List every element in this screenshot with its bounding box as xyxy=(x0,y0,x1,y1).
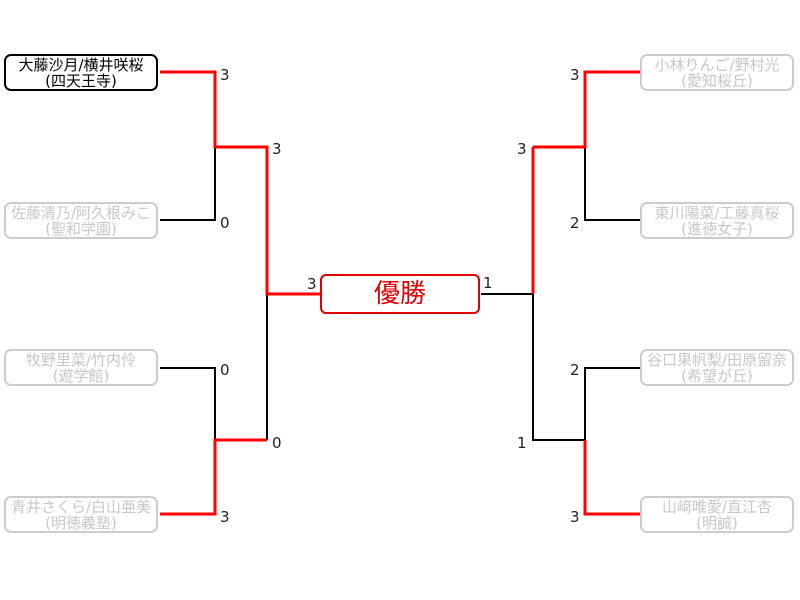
player-names: 青井さくら/白山亜美 xyxy=(10,498,152,516)
player-names: 大藤沙月/横井咲桜 xyxy=(18,56,144,74)
player-names: 牧野里菜/竹内伶 xyxy=(25,351,137,369)
bracket-win-line xyxy=(533,70,640,149)
player-names: 谷口果帆梨/田原留奈 xyxy=(646,351,788,369)
player-school: (四天王寺) xyxy=(45,72,117,90)
player-box: 牧野里菜/竹内伶 (遊学館) xyxy=(4,349,158,386)
score-label: 3 xyxy=(570,66,580,84)
score-label: 1 xyxy=(483,274,493,292)
score-label: 0 xyxy=(220,214,230,232)
score-label: 3 xyxy=(272,140,282,158)
score-label: 2 xyxy=(570,361,580,379)
bracket-line xyxy=(584,147,640,221)
player-school: (遊学館) xyxy=(52,367,110,385)
bracket-win-line xyxy=(160,70,320,296)
score-label: 3 xyxy=(307,275,317,293)
player-school: (明徳義塾) xyxy=(45,514,117,532)
score-label: 3 xyxy=(570,508,580,526)
player-school: (進徳女子) xyxy=(681,220,753,238)
score-label: 0 xyxy=(272,434,282,452)
score-label: 1 xyxy=(517,434,527,452)
player-school: (聖和学園) xyxy=(45,220,117,238)
score-label: 3 xyxy=(220,508,230,526)
player-box: 谷口果帆梨/田原留奈 (希望が丘) xyxy=(640,349,794,386)
score-label: 0 xyxy=(220,361,230,379)
player-names: 山﨑唯愛/直江杏 xyxy=(661,498,773,516)
player-box: 山﨑唯愛/直江杏 (明誠) xyxy=(640,496,794,533)
player-box: 青井さくら/白山亜美 (明徳義塾) xyxy=(4,496,158,533)
bracket-win-line xyxy=(160,438,267,516)
bracket-line xyxy=(160,147,216,221)
bracket-line xyxy=(584,367,640,440)
player-names: 東川陽菜/工藤真桜 xyxy=(654,204,780,222)
score-label: 3 xyxy=(517,140,527,158)
bracket-line xyxy=(160,367,216,440)
player-school: (明誠) xyxy=(696,514,738,532)
player-box: 小林りんご/野村光 (愛知桜丘) xyxy=(640,54,794,91)
bracket-win-line xyxy=(583,440,640,516)
score-label: 3 xyxy=(220,66,230,84)
player-box: 大藤沙月/横井咲桜 (四天王寺) xyxy=(4,54,158,91)
player-box: 佐藤清乃/阿久根みこ (聖和学園) xyxy=(4,202,158,239)
final-label: 優勝 xyxy=(373,279,426,309)
player-school: (希望が丘) xyxy=(681,367,753,385)
player-names: 小林りんご/野村光 xyxy=(654,56,780,74)
player-school: (愛知桜丘) xyxy=(681,72,753,90)
player-box: 東川陽菜/工藤真桜 (進徳女子) xyxy=(640,202,794,239)
player-names: 佐藤清乃/阿久根みこ xyxy=(10,204,152,222)
final-box: 優勝 xyxy=(320,274,480,314)
bracket-line xyxy=(481,293,585,441)
score-label: 2 xyxy=(570,214,580,232)
